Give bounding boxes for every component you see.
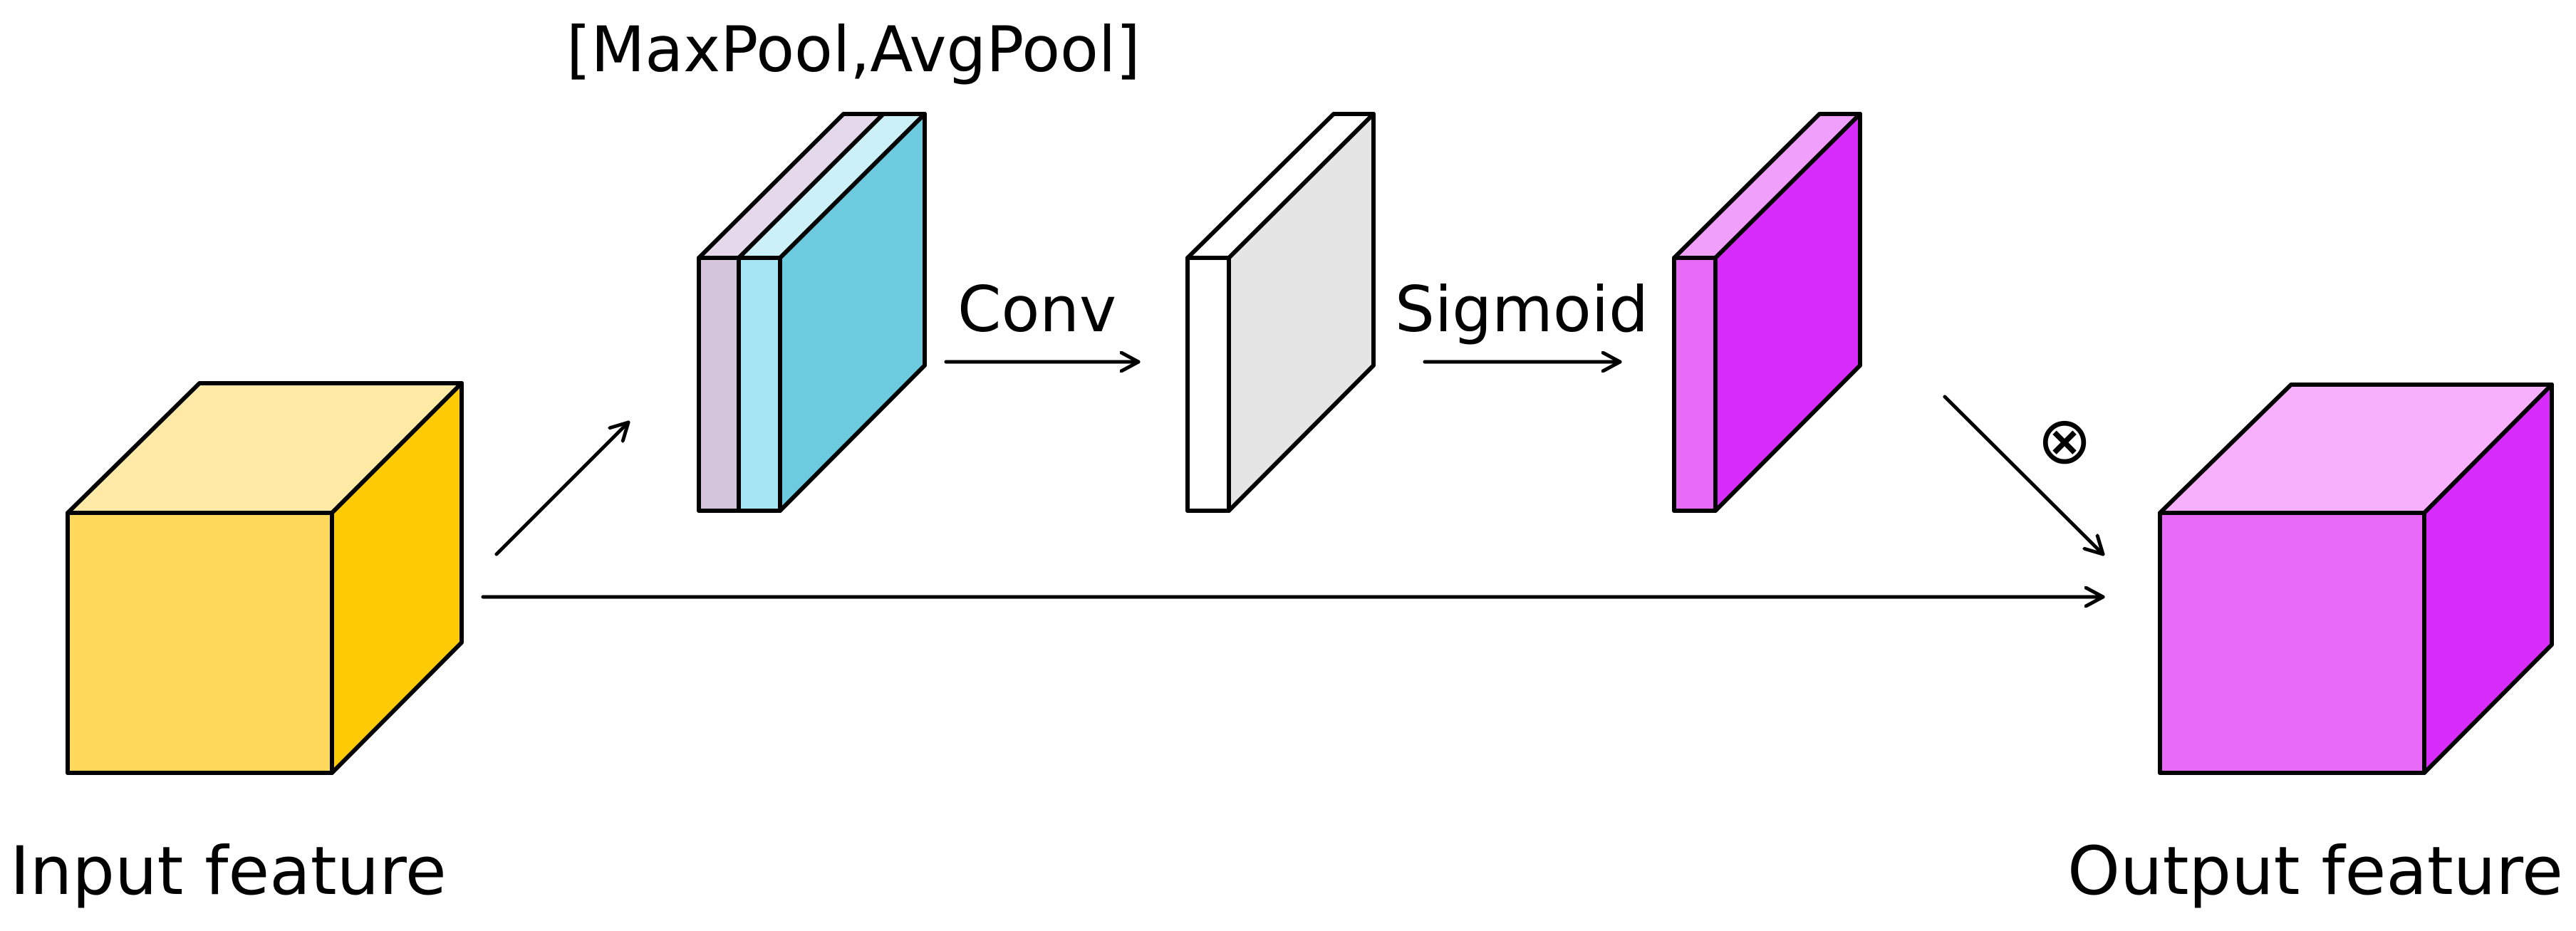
arrow-attention-to-output — [1943, 395, 2105, 556]
conv-slab-front — [1185, 256, 1231, 513]
output-feature-label: Output feature — [2067, 833, 2563, 910]
arrow-input-to-pool — [494, 420, 630, 556]
avgpool-slab-front — [737, 256, 782, 513]
sigmoid-attention-map — [1672, 112, 1862, 513]
sigmoid-label: Sigmoid — [1395, 273, 1648, 346]
conv-label: Conv — [957, 273, 1116, 346]
multiply-symbol: ⊗ — [2037, 402, 2092, 479]
output-feature-cube — [2158, 383, 2554, 775]
input-feature-label: Input feature — [10, 833, 447, 910]
pooled-feature-maps — [697, 112, 927, 513]
conv-feature-map — [1185, 112, 1376, 513]
maxpool-slab-front — [697, 256, 741, 513]
input-feature-cube — [66, 381, 464, 775]
output-cube-front — [2158, 511, 2426, 775]
sigmoid-slab-front — [1672, 256, 1718, 513]
input-cube-front — [66, 511, 334, 775]
arrows — [481, 362, 2105, 597]
pool-label: [MaxPool,AvgPool] — [566, 13, 1141, 86]
